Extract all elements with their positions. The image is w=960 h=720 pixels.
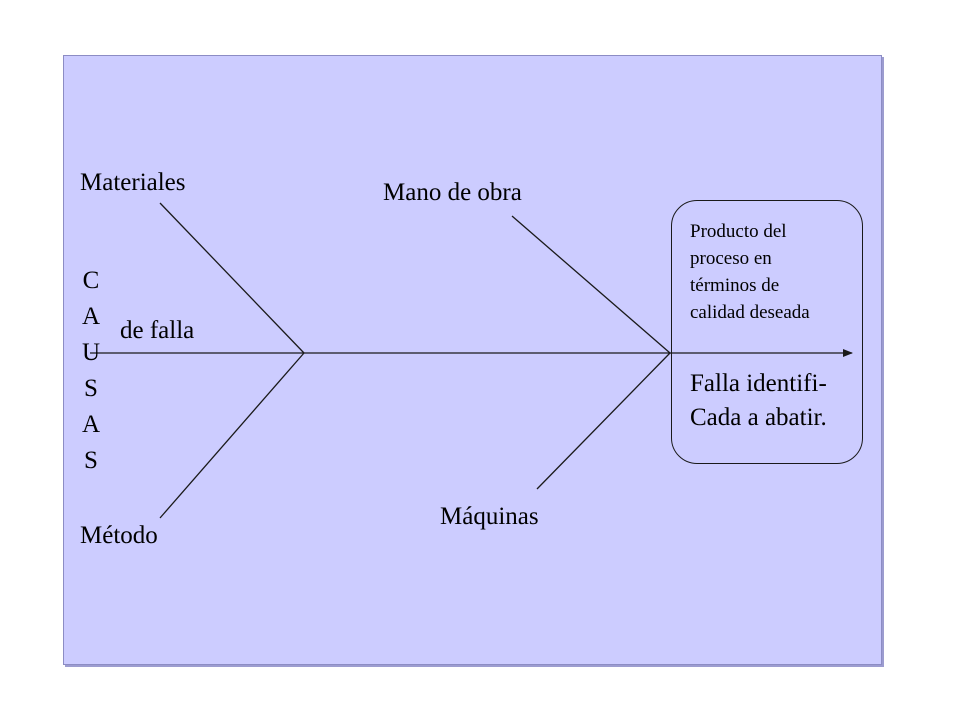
bone-maquinas: [536, 352, 671, 490]
causas-vertical-label: C A U S A S: [80, 263, 102, 479]
cause-mano-de-obra: Mano de obra: [383, 179, 522, 206]
diagram-panel: [63, 55, 882, 665]
causas-letter: S: [84, 375, 98, 402]
causas-letter: A: [81, 303, 101, 330]
effect-box: [671, 200, 863, 464]
causas-letter: U: [81, 339, 101, 366]
effect-description: Producto del proceso en términos de cali…: [690, 218, 810, 326]
bone-materiales: [159, 202, 305, 354]
effect-failure: Falla identifi- Cada a abatir.: [690, 367, 827, 435]
causas-letter: C: [82, 267, 100, 294]
effect-description-line: términos de: [690, 275, 780, 296]
cause-maquinas: Máquinas: [440, 503, 539, 530]
effect-description-line: proceso en: [690, 248, 772, 269]
causas-letter: A: [81, 411, 101, 438]
cause-materiales: Materiales: [80, 169, 186, 196]
de-falla-label: de falla: [120, 317, 195, 344]
bone-mano-de-obra: [511, 215, 671, 354]
effect-description-line: calidad deseada: [690, 302, 810, 323]
effect-failure-line: Falla identifi-: [690, 370, 827, 397]
cause-metodo: Método: [80, 522, 158, 549]
causas-letter: S: [84, 447, 98, 474]
effect-failure-line: Cada a abatir.: [690, 404, 827, 431]
effect-description-line: Producto del: [690, 221, 787, 242]
bone-metodo: [159, 352, 305, 519]
